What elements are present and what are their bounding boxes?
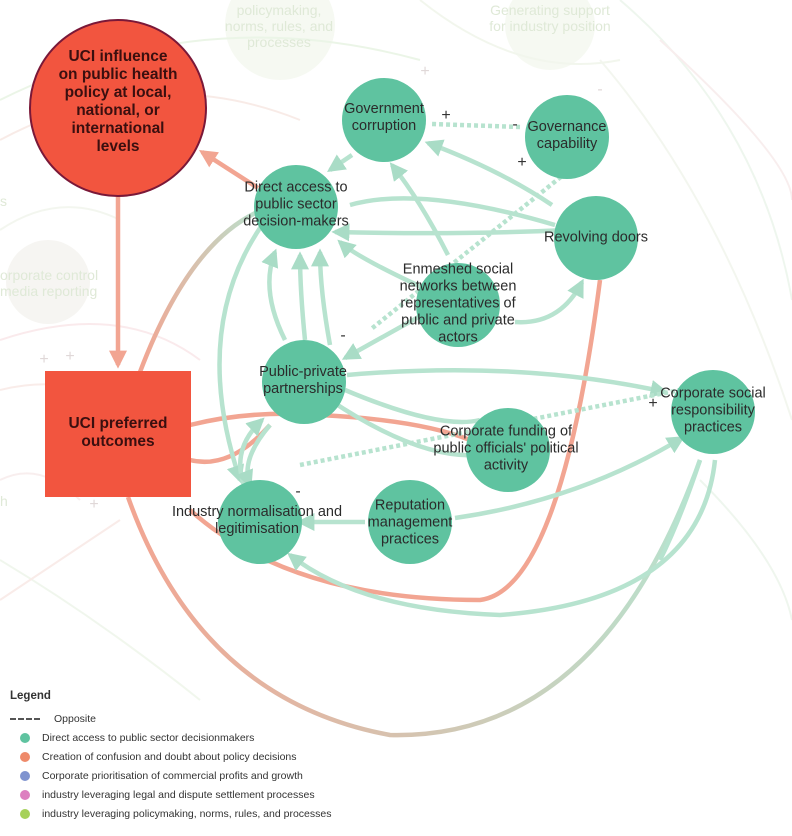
sign-plus-faint-4: + [89,496,99,513]
label-enmeshed-networks: Enmeshed social networks between represe… [399,261,517,346]
sign-plus-csr: + [648,395,658,412]
label-uci-influence: UCI influence on public health policy at… [58,48,178,155]
node-reputation-management [368,480,452,564]
bg-label-h-fragment: h [0,493,8,509]
legend-swatch-orange [20,751,30,762]
node-governance-capability [525,95,609,179]
bg-label-policymaking: policymaking, norms, rules, and processe… [224,2,334,50]
node-industry-normalisation [218,480,302,564]
bg-label-corporate-control: orporate control media reporting [0,267,99,299]
legend-label-opposite: Opposite [54,712,97,725]
node-corporate-funding [466,408,550,492]
bg-label-generating-support: Generating support for industry position [489,2,611,34]
sign-plus-faint-2: + [39,351,49,368]
label-revolving-doors: Revolving doors [544,229,648,246]
legend-row-1: Direct access to public sector decisionm… [10,728,331,747]
label-government-corruption: Government corruption [344,101,424,134]
label-uci-outcomes: UCI preferred outcomes [68,415,168,450]
legend-row-4: industry leveraging legal and dispute se… [10,785,331,804]
label-reputation-management: Reputation management practices [367,497,453,548]
node-csr-practices [671,370,755,454]
legend-row-2: Creation of confusion and doubt about po… [10,747,331,766]
legend-swatch-lime [20,808,30,819]
legend-row-3: Corporate prioritisation of commercial p… [10,766,331,785]
label-governance-capability: Governance capability [527,119,607,152]
legend-label-4: industry leveraging legal and dispute se… [42,788,315,801]
dashed-line-icon [10,717,40,720]
legend-label-5: industry leveraging policymaking, norms,… [42,807,332,820]
green-links [217,121,718,618]
label-direct-access: Direct access to public sector decision-… [243,179,349,230]
legend-label-3: Corporate prioritisation of commercial p… [42,769,303,782]
sign-plus-governance: + [517,154,527,171]
node-government-corruption [342,78,426,162]
legend-label-1: Direct access to public sector decisionm… [42,731,255,744]
sign-plus-faint-3: + [65,348,75,365]
label-industry-normalisation: Industry normalisation and legitimisatio… [171,504,343,537]
legend-swatch-pink [20,789,30,800]
legend-row-5: industry leveraging policymaking, norms,… [10,804,331,823]
node-enmeshed-networks [416,263,500,347]
bg-label-s-fragment: s [0,193,7,209]
node-revolving-doors [554,196,638,280]
sign-plus-corruption: + [441,107,451,124]
legend: Legend Opposite Direct access to public … [10,690,331,823]
legend-swatch-green [20,732,30,743]
legend-row-opposite: Opposite [10,709,331,728]
label-csr-practices: Corporate social responsibility practice… [660,385,766,436]
label-public-private-partnerships: Public-private partnerships [259,364,347,397]
sign-minus-faint-1: - [597,81,603,98]
node-uci-influence [29,19,207,197]
sign-minus-normalisation: - [295,483,301,500]
node-direct-access [254,165,338,249]
label-corporate-funding: Corporate funding of public officials' p… [433,423,579,474]
legend-title: Legend [10,690,51,702]
node-uci-outcomes [45,371,191,497]
sign-plus-faint-1: + [420,63,430,80]
sign-minus-governance: - [512,116,518,133]
legend-label-2: Creation of confusion and doubt about po… [42,750,297,763]
sign-minus-ppp: - [340,327,346,344]
nodes [29,19,755,564]
legend-swatch-blue [20,770,30,781]
node-public-private-partnerships [262,340,346,424]
